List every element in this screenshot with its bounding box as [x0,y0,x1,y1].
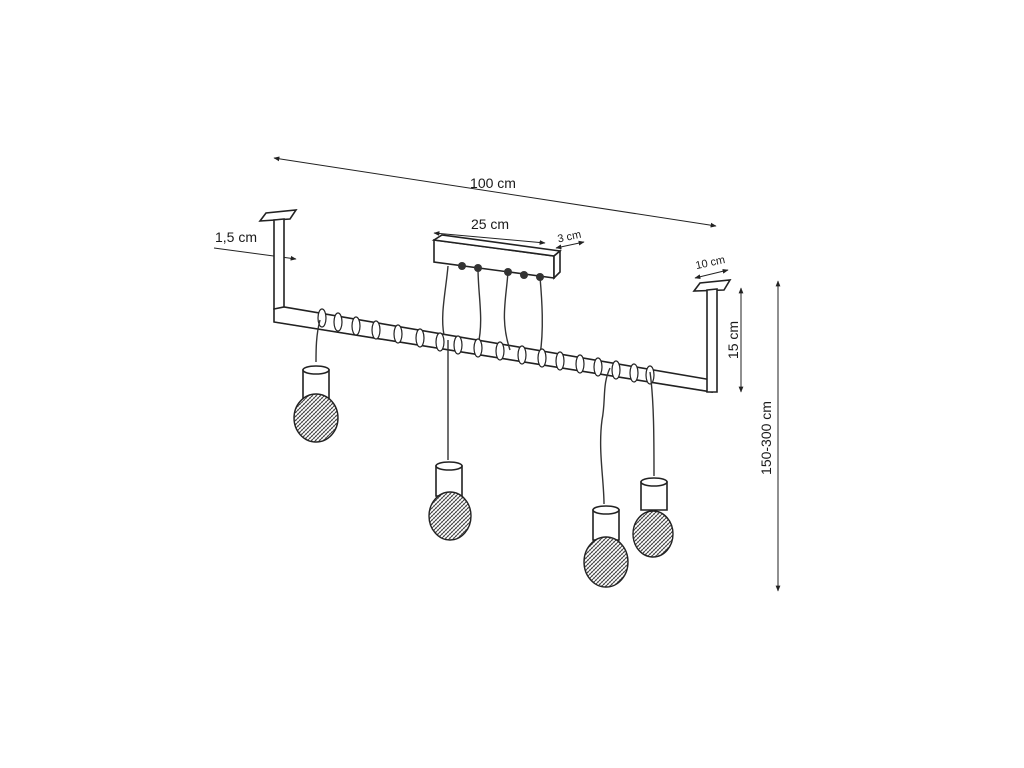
right-ceiling-bracket [692,279,732,393]
bracket-height-label: 15 cm [725,321,741,359]
hanging-height-dimension: 150-300 cm [758,280,781,592]
canopy-width-label: 3 cm [556,229,582,246]
left-ceiling-bracket [258,209,298,310]
pendant-bulb-4 [632,371,674,558]
bracket-height-dimension: 15 cm [725,287,744,393]
canopy-width-dimension: 3 cm [555,229,585,250]
pendant-bulb-1 [293,319,339,443]
cable-coils [317,308,655,385]
canopy-length-dimension: 25 cm [433,216,546,245]
bracket-depth-label: 10 cm [694,254,726,272]
ceiling-canopy [431,234,562,281]
canopy-cables [441,265,544,356]
bracket-depth-dimension: 10 cm [694,254,729,280]
bracket-thickness-label: 1,5 cm [215,229,257,245]
total-length-dimension: 100 cm [273,156,717,228]
total-length-label: 100 cm [470,175,516,191]
hanging-height-label: 150-300 cm [758,401,774,475]
pendant-bulb-2 [428,340,472,541]
canopy-length-label: 25 cm [471,216,509,232]
pendant-bulb-3 [583,367,629,588]
